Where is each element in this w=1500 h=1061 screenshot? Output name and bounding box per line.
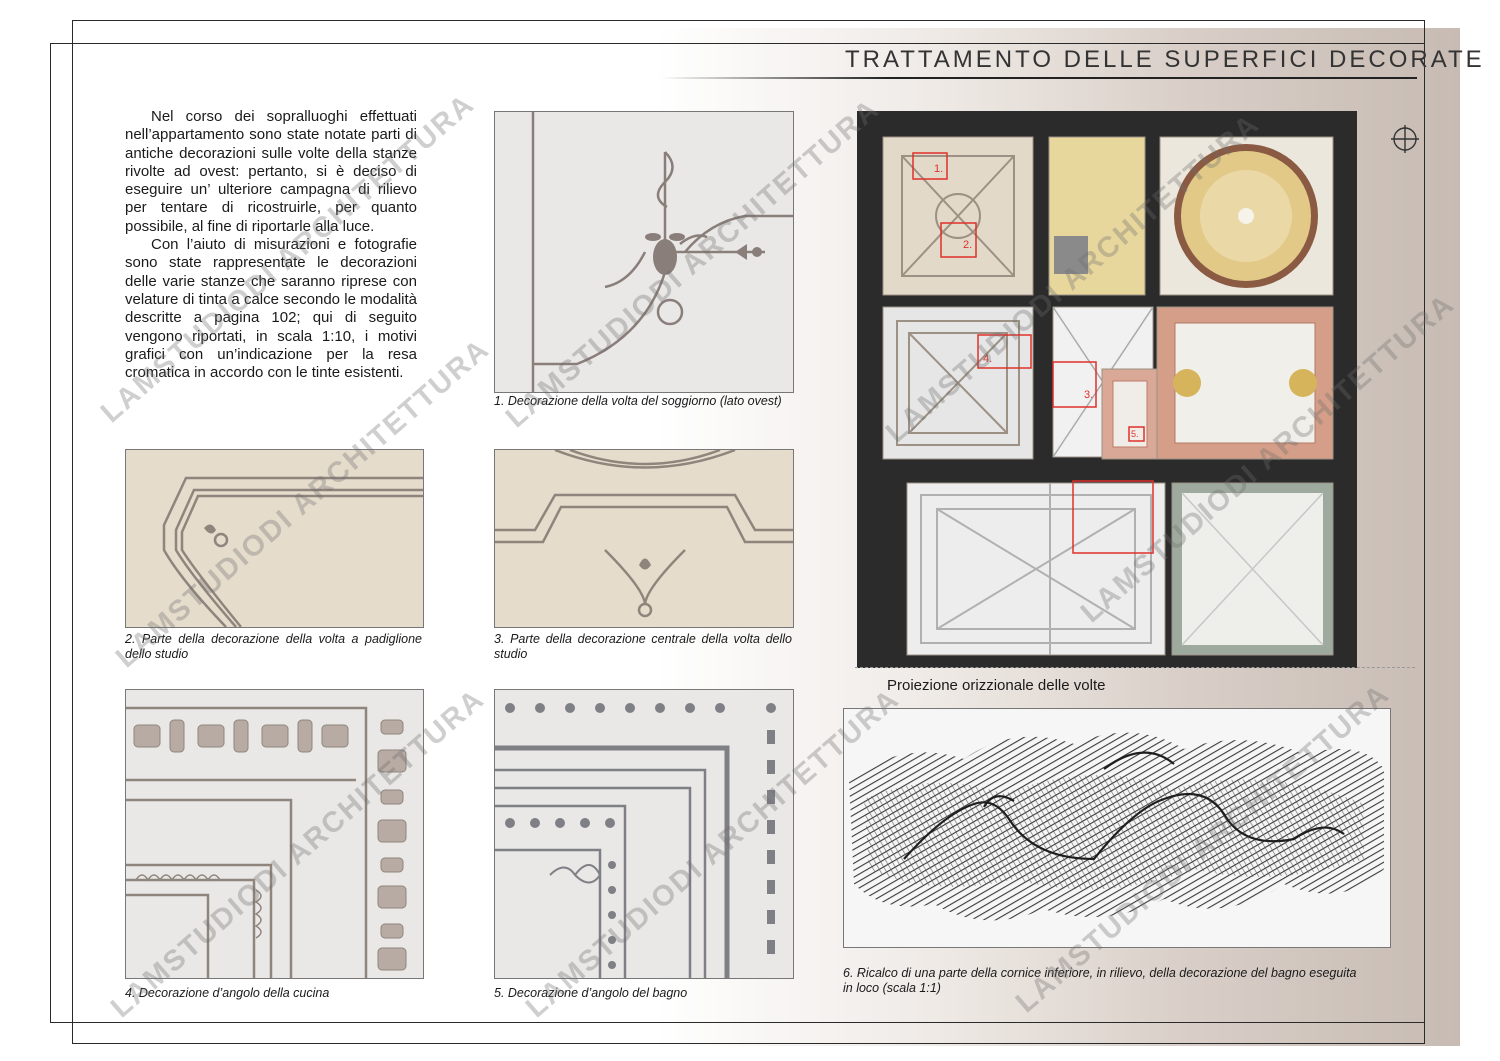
intro-paragraph-2: Con l’aiuto di misurazioni e fotografie … [125, 236, 417, 382]
plan-marker-1: 1. [934, 163, 944, 175]
figure-4-caption: 4. Decorazione d’angolo della cucina [125, 986, 330, 1000]
figure-3-image [494, 449, 794, 628]
figure-6-caption: 6. Ricalco di una parte della cornice in… [843, 966, 1357, 995]
inner-frame [50, 43, 1425, 1023]
plan-label: Proiezione orizzionale delle volte [887, 677, 1106, 694]
rubbing-relief-drawing [849, 732, 1384, 921]
plan-marker-4: 4. [983, 353, 993, 365]
bathroom-corner-decoration-drawing [495, 703, 776, 978]
plan-marker-2: 2. [963, 239, 973, 251]
plan-marker-5: 5. [1131, 429, 1139, 439]
figure-6-image [843, 708, 1391, 948]
intro-paragraph-1: Nel corso dei sopralluoghi effettuati ne… [125, 108, 417, 235]
north-arrow-icon [1391, 125, 1419, 153]
figure-1-image [494, 111, 794, 393]
figure-2-image [125, 449, 424, 628]
plan-baseline [855, 667, 1415, 668]
figure-1-caption: 1. Decorazione della volta del soggiorno… [494, 394, 782, 408]
figure-4-image [125, 689, 424, 979]
kitchen-corner-decoration-drawing [126, 706, 407, 978]
plan-marker-3: 3. [1084, 389, 1094, 401]
page-title: TRATTAMENTO DELLE SUPERFICI DECORATE [845, 46, 1485, 73]
figure-5-caption: 5. Decorazione d’angolo del bagno [494, 986, 688, 1000]
living-room-vault-drawing [531, 112, 793, 392]
figure-2-caption: 2. Parte della decorazione della volta a… [125, 632, 422, 661]
study-central-decoration-drawing [495, 450, 793, 618]
title-rule [660, 77, 1417, 79]
vaults-plan-drawing [882, 136, 1334, 656]
vaults-plan: 1. 2. 3. 4. 5. [857, 111, 1357, 668]
study-pavilion-vault-drawing [162, 476, 423, 627]
intro-text: Nel corso dei sopralluoghi effettuati ne… [125, 108, 417, 382]
figure-5-image [494, 689, 794, 979]
figure-3-caption: 3. Parte della decorazione centrale dell… [494, 632, 792, 661]
